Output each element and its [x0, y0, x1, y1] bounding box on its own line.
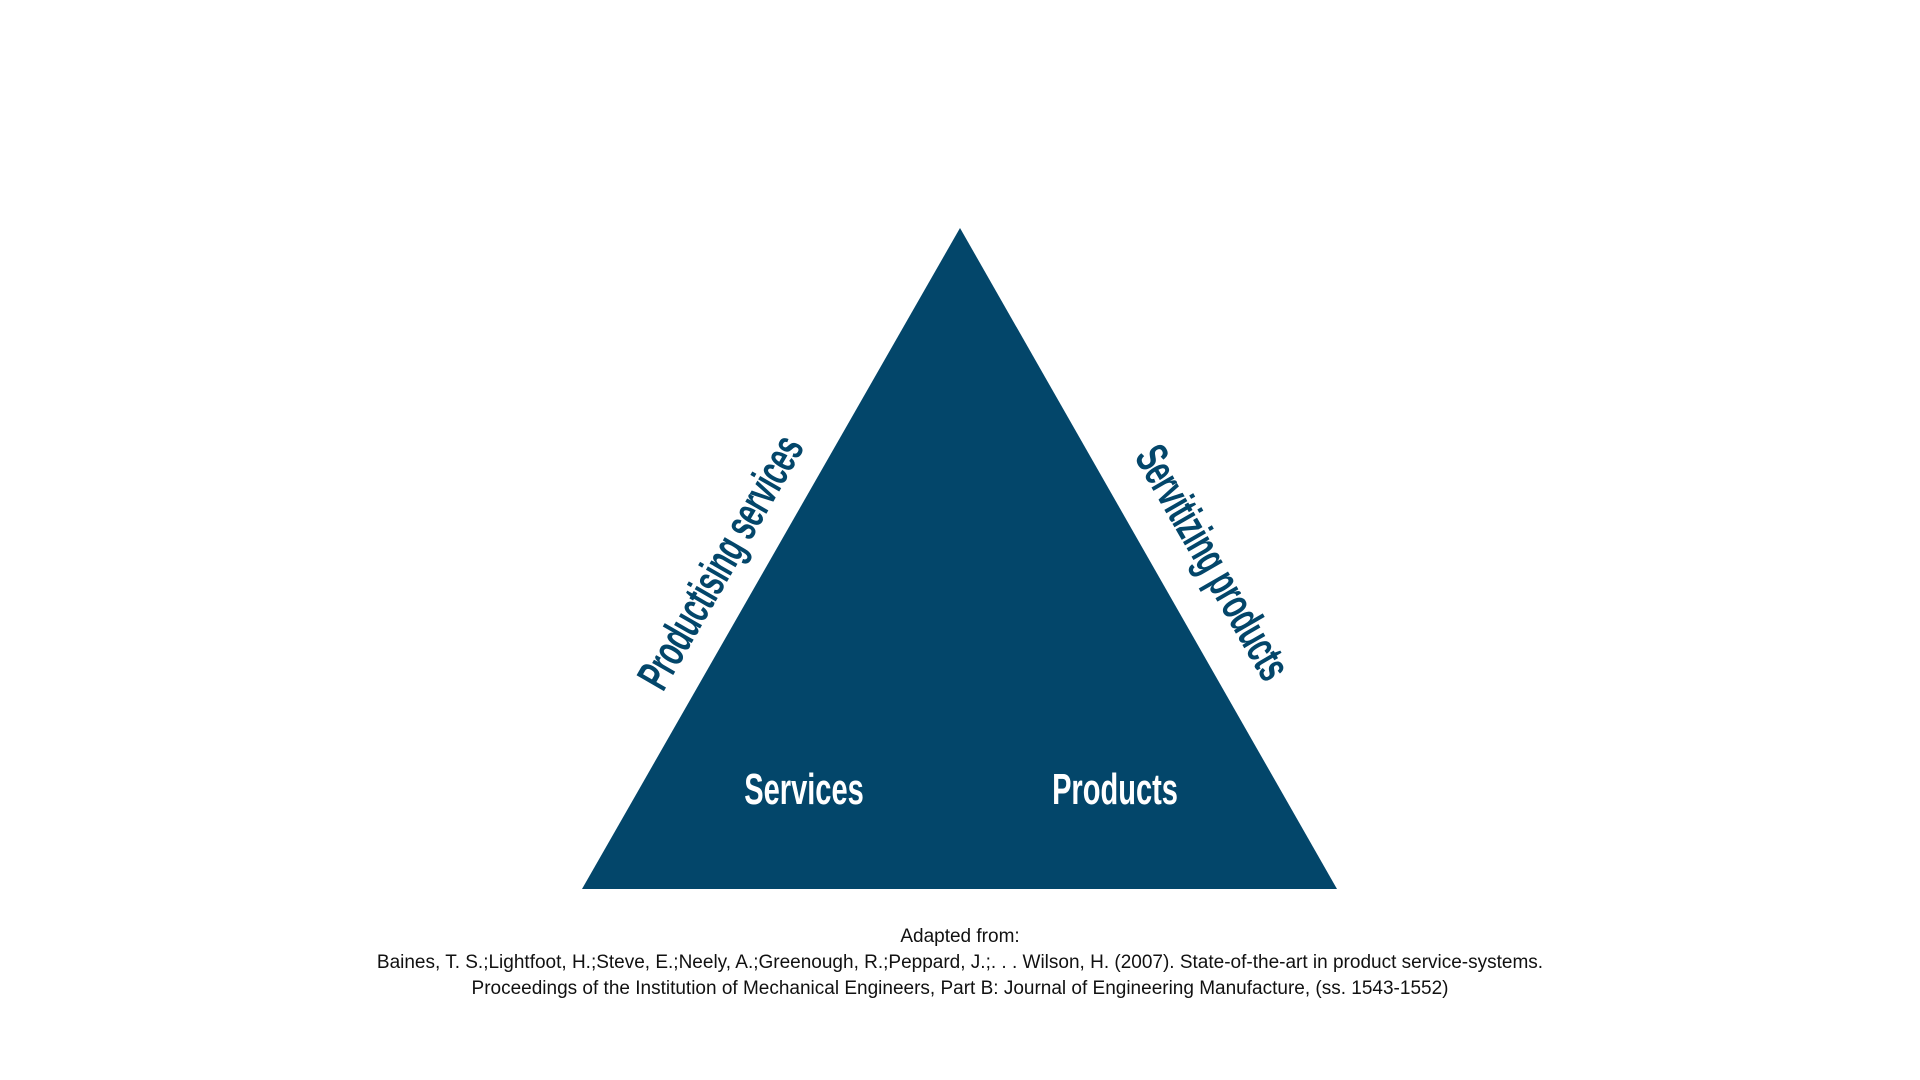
corner-label-products: Products [1020, 768, 1211, 812]
corner-label-products-text: Products [1052, 765, 1178, 814]
citation-block: Adapted from: Baines, T. S.;Lightfoot, H… [0, 924, 1920, 1002]
pss-triangle-shape [582, 228, 1337, 889]
citation-intro: Adapted from: [900, 926, 1020, 947]
corner-label-services-text: Services [744, 765, 864, 814]
corner-label-services: Services [713, 768, 894, 812]
citation-line-1: Baines, T. S.;Lightfoot, H.;Steve, E.;Ne… [376, 952, 1544, 973]
citation-line-2: Proceedings of the Institution of Mechan… [471, 978, 1449, 999]
